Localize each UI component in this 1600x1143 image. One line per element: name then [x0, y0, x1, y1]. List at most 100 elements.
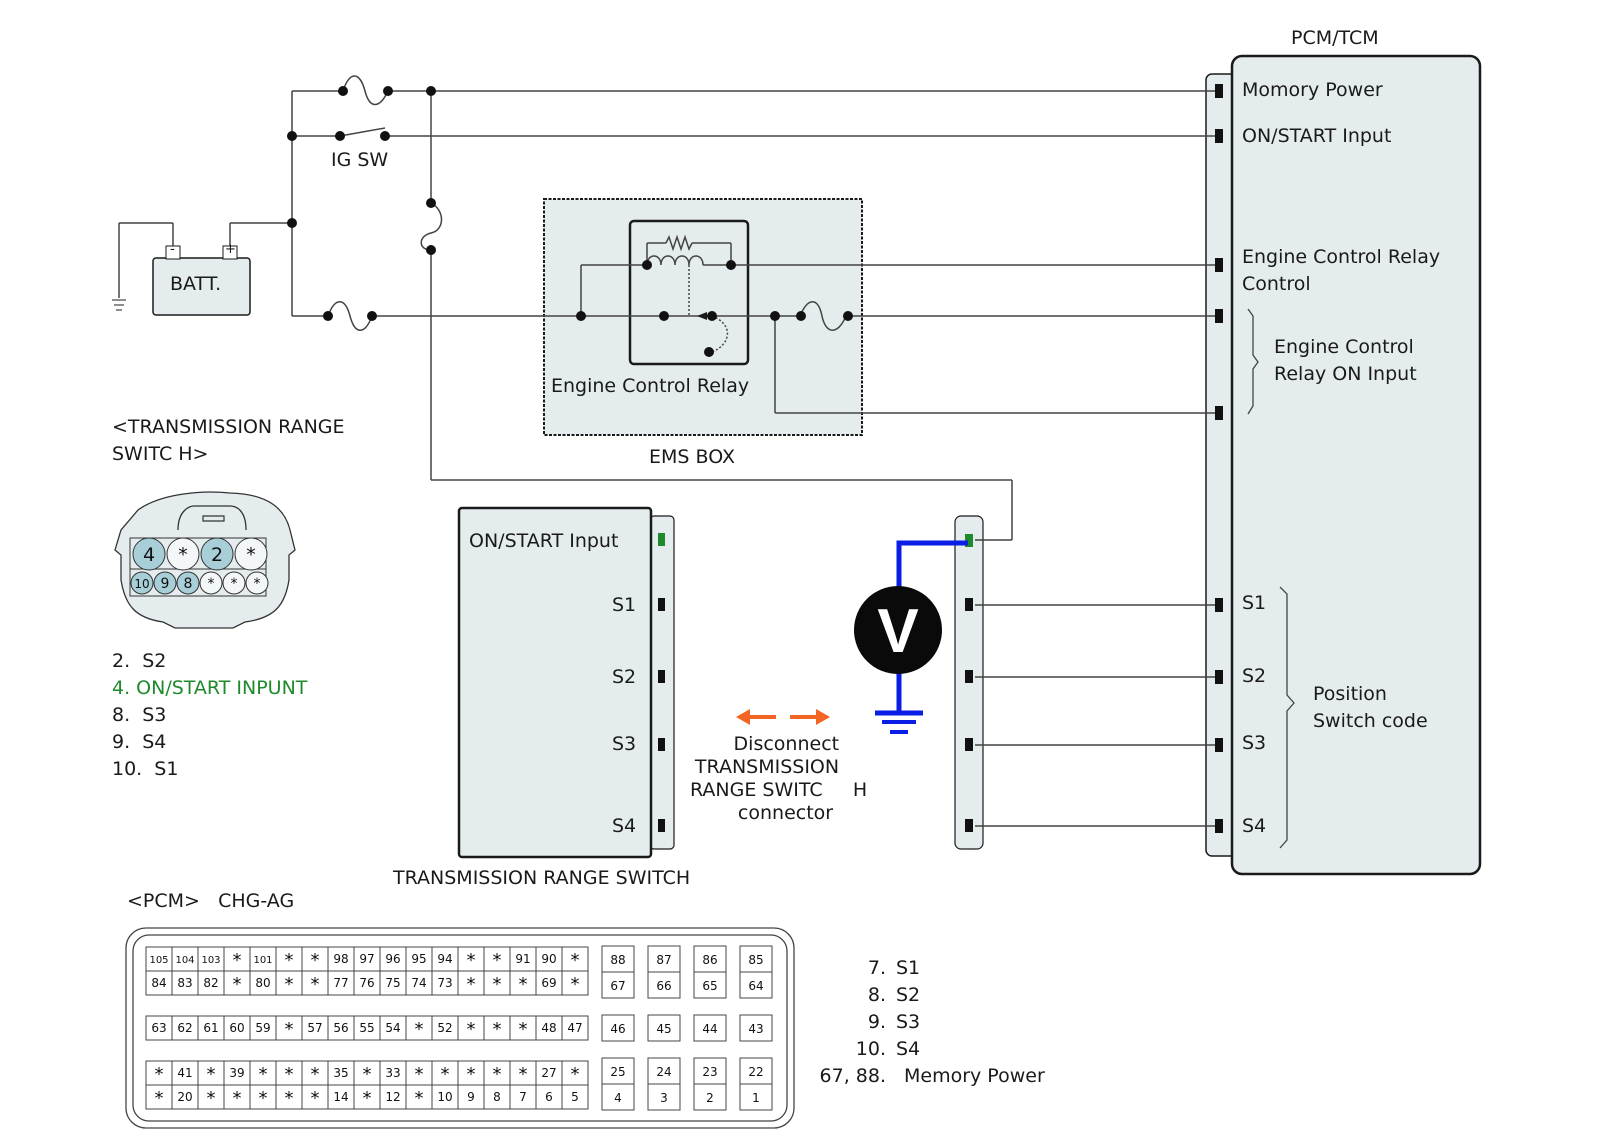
svg-text:104: 104: [175, 955, 194, 966]
pcm-pin-cell: 27: [535, 1060, 563, 1086]
pcm-pin-cell: 6: [535, 1084, 563, 1110]
pcm-pin-cell: 97: [353, 946, 381, 972]
svg-text:*: *: [233, 974, 242, 995]
pcm-pin-cell: 20: [171, 1084, 199, 1110]
voltmeter-icon: [854, 586, 942, 674]
pcm-pin-on-start-input: ON/START Input: [1242, 125, 1392, 147]
svg-text:85: 85: [748, 953, 763, 967]
trs-component-label: TRANSMISSION RANGE SWITCH: [393, 867, 691, 889]
pcm-pin-cell: *: [275, 946, 303, 972]
pcm-pin-cell: 2: [693, 1083, 727, 1111]
voltmeter-probe: [854, 540, 968, 734]
pcm-pin-cell: 94: [431, 946, 459, 972]
pcm-pin-cell: *: [561, 970, 589, 996]
disconnect-arrows-icon: [736, 709, 830, 725]
ecr-control-line2: Control: [1242, 273, 1311, 295]
svg-text:*: *: [311, 974, 320, 995]
svg-text:83: 83: [177, 976, 192, 990]
pcm-pin-cell: *: [405, 1060, 433, 1086]
pcm-pin-cell: 86: [693, 945, 727, 973]
svg-text:2: 2: [706, 1091, 714, 1105]
svg-text:52: 52: [437, 1021, 452, 1035]
svg-text:*: *: [155, 1064, 164, 1085]
svg-text:105: 105: [149, 955, 168, 966]
svg-text:12: 12: [385, 1090, 400, 1104]
svg-text:94: 94: [437, 952, 452, 966]
svg-text:*: *: [233, 1088, 242, 1109]
pcm-pin-cell: *: [301, 1060, 329, 1086]
pin-function: S4: [896, 1038, 921, 1060]
svg-text:44: 44: [702, 1022, 717, 1036]
pcm-pin-cell: 45: [647, 1014, 681, 1042]
pcm-pin-cell: *: [223, 970, 251, 996]
pcm-pin-cell: 3: [647, 1083, 681, 1111]
pcm-pin-cell: *: [197, 1060, 225, 1086]
pin-number: 9.: [867, 1011, 886, 1033]
pin-number: 10.: [855, 1038, 886, 1060]
pcm-pin-list-item: 7.S1: [842, 955, 1045, 982]
trs-pin-list-item: 4. ON/START INPUNT: [112, 677, 308, 699]
trs-pin: 8: [176, 571, 200, 595]
svg-text:*: *: [519, 1064, 528, 1085]
pcm-pin-s1: S1: [1242, 592, 1267, 614]
svg-text:5: 5: [571, 1090, 579, 1104]
instruction-line2: TRANSMISSION: [694, 756, 840, 778]
pcm-pin-cell: *: [249, 1060, 277, 1086]
svg-text:14: 14: [333, 1090, 348, 1104]
pin-function: Memory Power: [904, 1065, 1045, 1087]
svg-text:27: 27: [541, 1066, 556, 1080]
svg-text:*: *: [519, 974, 528, 995]
svg-text:*: *: [467, 974, 476, 995]
svg-text:87: 87: [656, 953, 671, 967]
pcm-pin-cell: *: [509, 1015, 537, 1041]
pcm-pin-cell: 80: [249, 970, 277, 996]
trs-pin-label: *: [254, 576, 261, 592]
pcm-pin-cell: *: [353, 1084, 381, 1110]
svg-text:*: *: [233, 950, 242, 971]
svg-text:25: 25: [610, 1065, 625, 1079]
battery: [152, 245, 251, 316]
pcm-pin-list-item: 9.S3: [842, 1009, 1045, 1036]
ig-sw-label: IG SW: [331, 149, 389, 171]
pin-function: S1: [896, 957, 921, 979]
svg-text:8: 8: [493, 1090, 501, 1104]
svg-text:45: 45: [656, 1022, 671, 1036]
pcm-pin-cell: 60: [223, 1015, 251, 1041]
battery-ground-icon: [112, 299, 126, 311]
svg-text:103: 103: [201, 955, 220, 966]
trs-pin-label: 10: [134, 577, 149, 591]
pcm-pin-cell: 25: [601, 1057, 635, 1085]
svg-text:7: 7: [519, 1090, 527, 1104]
svg-text:*: *: [493, 1019, 502, 1040]
svg-text:63: 63: [151, 1021, 166, 1035]
pcm-pin-cell: 67: [601, 971, 635, 999]
svg-text:*: *: [441, 1064, 450, 1085]
svg-text:96: 96: [385, 952, 400, 966]
instruction-line4: connector: [737, 802, 834, 824]
pcm-pin-cell: *: [275, 1060, 303, 1086]
pcm-pin-s4: S4: [1242, 815, 1267, 837]
svg-text:*: *: [467, 1019, 476, 1040]
svg-text:97: 97: [359, 952, 374, 966]
pcm-pin-cell: *: [483, 1060, 511, 1086]
trs-pin: *: [245, 571, 269, 595]
trs-pin-label: *: [208, 576, 215, 592]
svg-text:*: *: [467, 1064, 476, 1085]
svg-text:22: 22: [748, 1065, 763, 1079]
trs-pin-list-item: 8. S3: [112, 704, 167, 726]
svg-text:74: 74: [411, 976, 426, 990]
svg-text:101: 101: [253, 955, 272, 966]
svg-text:39: 39: [229, 1066, 244, 1080]
ecr-control-line1: Engine Control Relay: [1242, 246, 1441, 268]
trs-pin: 10: [130, 571, 154, 595]
svg-text:57: 57: [307, 1021, 322, 1035]
pcm-pin-cell: 66: [647, 971, 681, 999]
svg-text:*: *: [155, 1088, 164, 1109]
pcm-pin-cell: 104: [171, 946, 199, 972]
trs-pin-label: 9: [161, 576, 170, 592]
position-line1: Position: [1313, 683, 1387, 705]
pcm-pin-cell: 98: [327, 946, 355, 972]
svg-text:80: 80: [255, 976, 270, 990]
svg-text:86: 86: [702, 953, 717, 967]
pcm-pin-cell: *: [561, 1060, 589, 1086]
